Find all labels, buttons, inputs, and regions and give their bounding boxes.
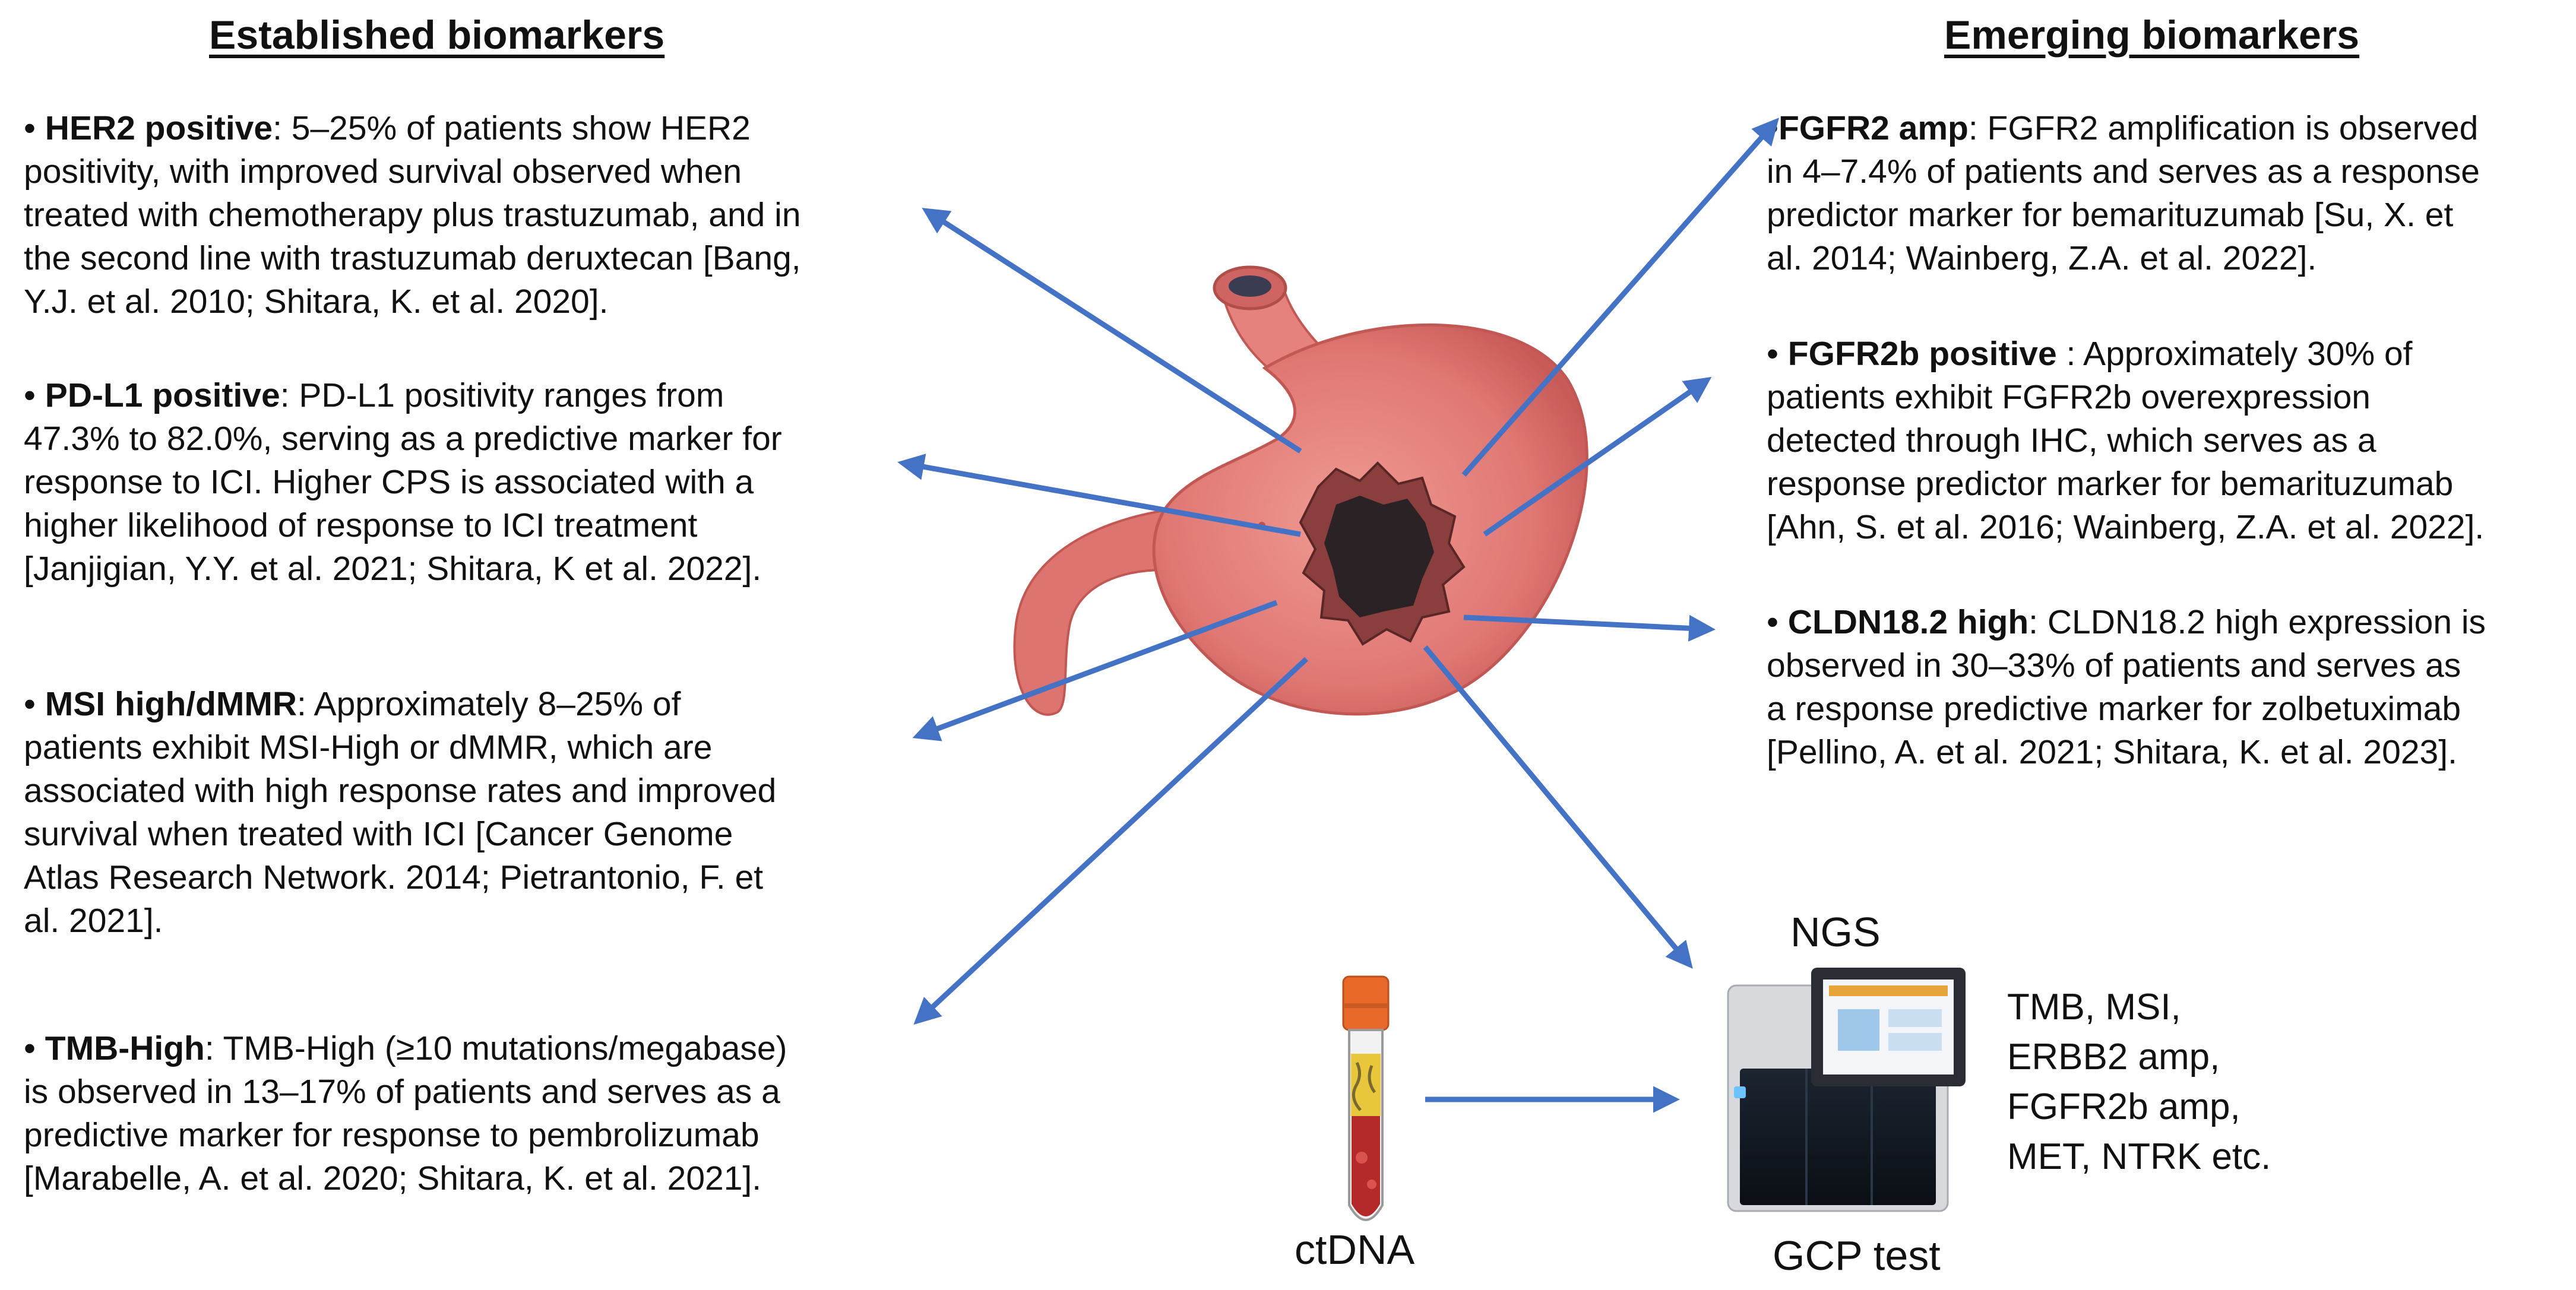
ngs-target: ERBB2 amp, <box>2007 1037 2220 1077</box>
ctdna-label: ctDNA <box>1295 1226 1415 1273</box>
established-heading: Established biomarkers <box>209 12 665 58</box>
biomarker-cldn18: • CLDN18.2 high: CLDN18.2 high expressio… <box>1767 603 2486 771</box>
biomarker-msi: • MSI high/dMMR: Approximately 8–25% of … <box>24 685 777 940</box>
arrow-to-msi <box>912 600 1278 741</box>
tumor-lesion <box>1299 461 1466 646</box>
biomarker-name: CLDN18.2 high <box>1787 603 2029 641</box>
biomarker-tmb: • TMB-High: TMB-High (≥10 mutations/mega… <box>24 1029 787 1197</box>
emerging-heading: Emerging biomarkers <box>1944 12 2360 58</box>
biomarker-her2: • HER2 positive: 5–25% of patients show … <box>24 109 801 321</box>
arrow-to-cldn18 <box>1463 614 1716 642</box>
biomarker-name: TMB-High <box>45 1029 205 1067</box>
biomarker-name: PD-L1 positive <box>45 376 280 414</box>
biomarker-fgfr2-amp: •FGFR2 amp: FGFR2 amplification is obser… <box>1767 109 2480 277</box>
arrow-to-tmb <box>913 657 1309 1025</box>
blood-tube-icon <box>1342 975 1390 1221</box>
biomarker-fgfr2b: • FGFR2b positive : Approximately 30% of… <box>1767 335 2485 546</box>
ngs-sequencer-icon <box>1727 968 1966 1212</box>
biomarker-pdl1: • PD-L1 positive: PD-L1 positivity range… <box>24 376 782 588</box>
arrow-to-pdl1 <box>897 454 1301 537</box>
ngs-target: FGFR2b amp, <box>2007 1086 2240 1127</box>
ngs-target-list: TMB, MSI, ERBB2 amp, FGFR2b amp, MET, NT… <box>2007 982 2271 1182</box>
ngs-target: TMB, MSI, <box>2007 987 2181 1028</box>
biomarker-name: HER2 positive <box>45 109 273 147</box>
biomarker-name: MSI high/dMMR <box>45 685 298 723</box>
biomarker-name: FGFR2b positive <box>1787 335 2057 373</box>
biomarker-name: FGFR2 amp <box>1778 109 1969 147</box>
arrows <box>897 118 1779 1113</box>
ngs-target: MET, NTRK etc. <box>2007 1136 2271 1177</box>
arrow-to-fgfr2b <box>1483 376 1712 537</box>
arrow-to-her2 <box>922 208 1302 454</box>
ngs-label: NGS <box>1790 909 1881 955</box>
stomach-illustration <box>1013 265 1588 716</box>
arrow-to-fgfr2-amp <box>1461 118 1779 477</box>
gcp-test-label: GCP test <box>1773 1232 1941 1279</box>
arrow-to-ngs <box>1423 645 1693 969</box>
